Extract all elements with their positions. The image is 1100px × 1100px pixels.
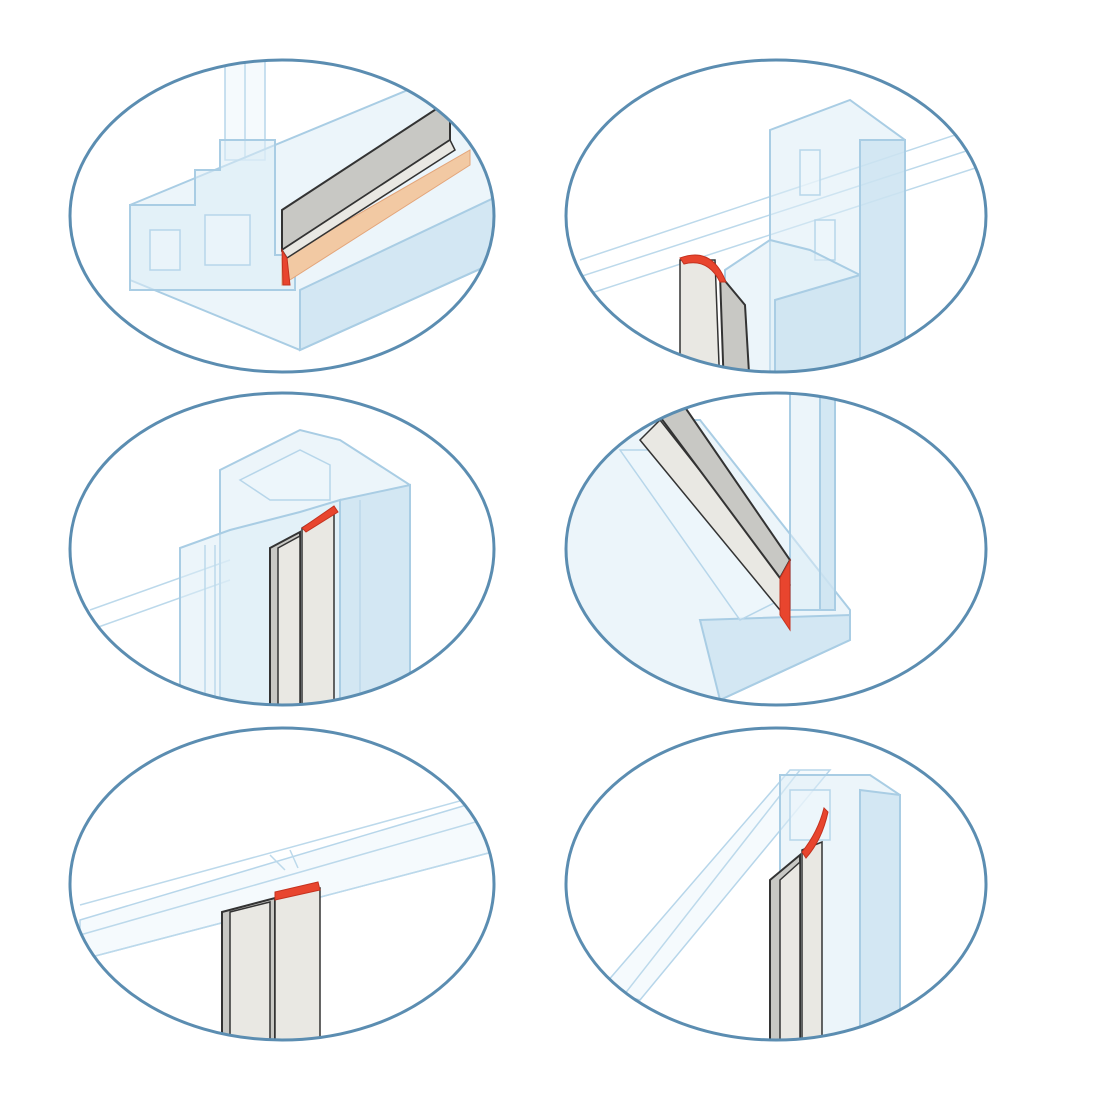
- panel-2: [564, 58, 988, 374]
- panel-4: [564, 391, 988, 707]
- panel-3: [68, 391, 496, 707]
- corner-post-seal-icon: [89, 428, 411, 705]
- bottom-rail-seal-icon: [129, 60, 494, 352]
- panel-1: [68, 58, 496, 374]
- panel-6: [564, 726, 988, 1042]
- frame-groove-seal-icon: [598, 769, 901, 1040]
- glass-edge-seal-icon: [79, 789, 494, 1040]
- sill-channel-seal-icon: [566, 393, 851, 702]
- side-jamb-seal-icon: [569, 98, 986, 372]
- panel-5: [68, 726, 496, 1042]
